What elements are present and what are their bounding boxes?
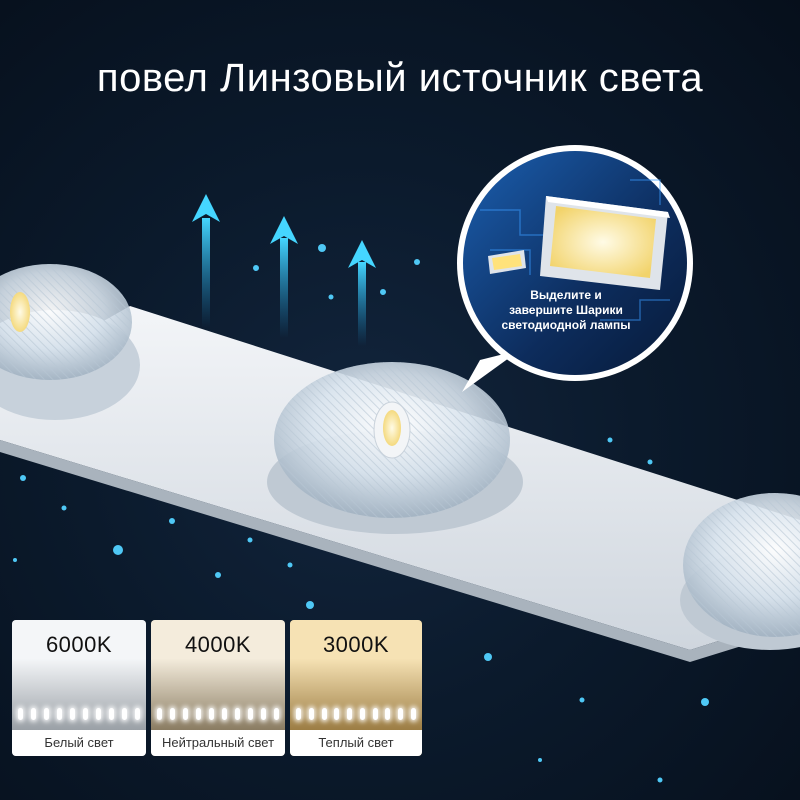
page-title: повел Линзовый источник света — [96, 56, 704, 100]
callout-line: завершите Шарики — [509, 303, 623, 317]
led-dot — [274, 708, 279, 720]
callout-text: Выделите и завершите Шарики светодиодной… — [476, 288, 656, 333]
arrow-up-icon — [348, 240, 376, 346]
led-dot — [347, 708, 353, 720]
led-dot — [57, 708, 62, 720]
led-dot — [334, 708, 340, 720]
led-lens — [267, 362, 523, 534]
led-dot — [248, 708, 253, 720]
swatch-kelvin: 4000K — [184, 632, 252, 657]
sparkle-particles — [13, 244, 709, 783]
led-dot — [308, 708, 314, 720]
led-dot — [157, 708, 162, 720]
swatch-label: Нейтральный свет — [151, 730, 285, 756]
led-chip-icon — [488, 250, 526, 274]
led-lens — [680, 493, 800, 650]
led-dot-row — [157, 706, 279, 722]
led-dot — [398, 708, 404, 720]
callout-line: Выделите и — [530, 288, 602, 302]
led-dot — [209, 708, 214, 720]
callout-bubble — [457, 145, 693, 392]
led-dot-row — [18, 706, 140, 722]
swatch-label: Белый свет — [12, 730, 146, 756]
arrow-up-icon — [270, 216, 298, 338]
led-dot — [359, 708, 365, 720]
arrow-up-icon — [192, 194, 220, 328]
led-dot — [261, 708, 266, 720]
swatch-label: Теплый свет — [290, 730, 422, 756]
swatch-kelvin: 6000K — [45, 632, 113, 657]
swatch-neutral-light: 4000K Нейтральный свет — [151, 620, 285, 756]
led-dot — [410, 708, 416, 720]
led-chip-icon — [540, 196, 670, 290]
led-dot — [18, 708, 23, 720]
led-dot — [196, 708, 201, 720]
led-dot — [372, 708, 378, 720]
led-dot — [96, 708, 101, 720]
led-dot — [122, 708, 127, 720]
led-dot — [31, 708, 36, 720]
led-dot — [109, 708, 114, 720]
led-dot — [135, 708, 140, 720]
led-dot — [83, 708, 88, 720]
led-dot-row — [296, 706, 416, 722]
led-dot — [70, 708, 75, 720]
led-dot — [170, 708, 175, 720]
swatch-white-light: 6000K Белый свет — [12, 620, 146, 756]
led-lens — [0, 264, 140, 420]
led-dot — [385, 708, 391, 720]
led-dot — [183, 708, 188, 720]
callout-line: светодиодной лампы — [501, 318, 631, 332]
led-dot — [235, 708, 240, 720]
led-dot — [296, 708, 301, 720]
led-dot — [222, 708, 227, 720]
swatch-kelvin: 3000K — [322, 632, 390, 657]
swatch-warm-light: 3000K Теплый свет — [290, 620, 422, 756]
led-dot — [44, 708, 49, 720]
led-dot — [321, 708, 327, 720]
